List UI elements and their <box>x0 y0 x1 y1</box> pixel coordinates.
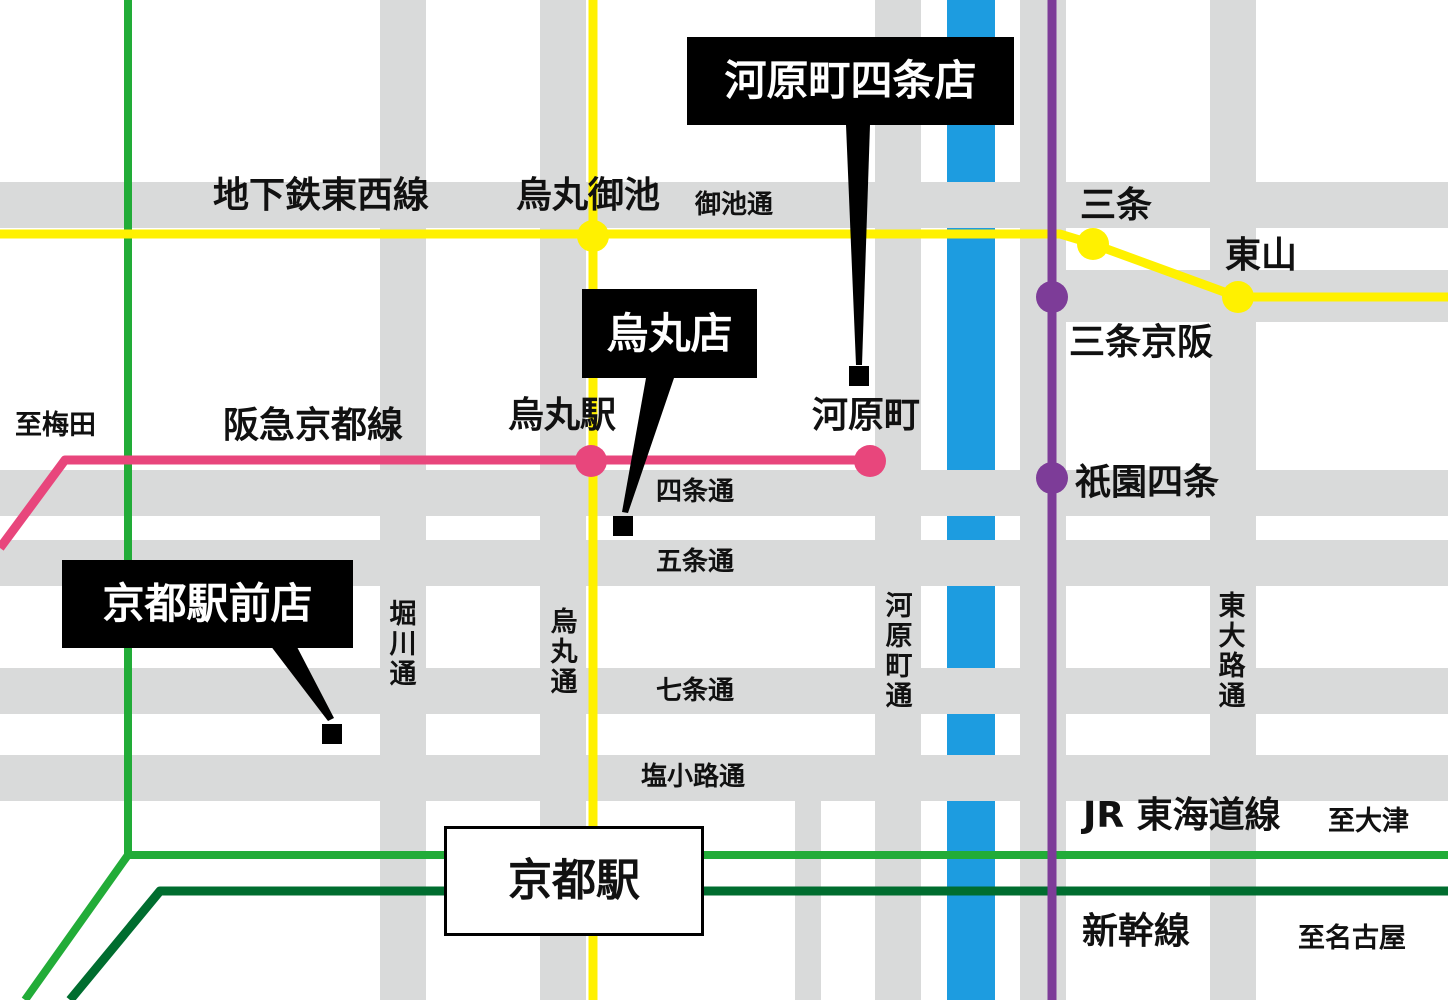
station-dots <box>575 220 1254 494</box>
store-label-kyoto-ekimae[interactable]: 京都駅前店 <box>62 560 353 648</box>
store-marker-kyoto-ekimae[interactable] <box>322 724 342 744</box>
road-shichijo <box>0 668 1448 714</box>
road-label-shichijo: 七条通 <box>656 676 735 706</box>
road-shiokoji <box>0 755 1448 801</box>
road-label-shijo: 四条通 <box>656 477 735 507</box>
road-label-oike: 御池通 <box>695 190 774 220</box>
station-label-gion-shijo: 祇園四条 <box>1075 462 1220 503</box>
road-east-a <box>1020 0 1066 1000</box>
line-label-shinkansen: 新幹線 <box>1082 911 1191 952</box>
line-label-jr: JR 東海道線 <box>1083 795 1281 836</box>
line-label-hankyu: 阪急京都線 <box>223 405 404 446</box>
road-label-kawaramachi: 河原町通 <box>885 591 913 712</box>
pointer-karasuma <box>622 378 674 513</box>
road-kawaramachi <box>875 0 921 1000</box>
station-dot-karasuma-oike[interactable] <box>577 220 609 252</box>
road-higashioji <box>1210 0 1256 1000</box>
station-label-kyoto[interactable]: 京都駅 <box>444 826 704 936</box>
line-label-tozai: 地下鉄東西線 <box>213 175 430 216</box>
road-label-karasuma: 烏丸通 <box>550 607 578 698</box>
station-dot-gion-shijo[interactable] <box>1036 462 1068 494</box>
destination-umeda: 至梅田 <box>15 410 96 441</box>
destination-otsu: 至大津 <box>1328 806 1409 837</box>
station-label-kawaramachi: 河原町 <box>812 395 921 436</box>
shinkansen-line <box>66 886 1448 1000</box>
road-horikawa <box>380 0 426 1000</box>
station-label-sanjo-keihan: 三条京阪 <box>1069 322 1214 363</box>
station-label-karasuma-oike: 烏丸御池 <box>516 175 661 216</box>
road-label-shiokoji: 塩小路通 <box>641 762 746 792</box>
pointer-kawaramachi-shijo <box>846 125 870 365</box>
store-label-kawaramachi-shijo[interactable]: 河原町四条店 <box>687 37 1014 125</box>
store-marker-kawaramachi-shijo[interactable] <box>849 366 869 386</box>
road-label-gojo: 五条通 <box>656 547 735 577</box>
pointer-kyoto-ekimae <box>270 645 334 721</box>
store-marker-karasuma[interactable] <box>613 516 633 536</box>
station-label-sanjo: 三条 <box>1080 185 1153 226</box>
station-dot-karasuma[interactable] <box>575 445 607 477</box>
road-oike <box>0 182 1448 228</box>
road-south-a <box>795 801 821 1000</box>
station-label-karasuma: 烏丸駅 <box>508 395 617 436</box>
store-label-karasuma[interactable]: 烏丸店 <box>582 289 757 378</box>
road-label-horikawa: 堀川通 <box>389 599 417 690</box>
station-label-higashiyama: 東山 <box>1225 235 1298 276</box>
station-dot-higashiyama[interactable] <box>1222 281 1254 313</box>
station-dot-kawaramachi[interactable] <box>854 445 886 477</box>
store-markers <box>270 125 870 744</box>
road-label-higashioji: 東大路通 <box>1218 591 1246 712</box>
station-dot-sanjo-keihan[interactable] <box>1036 281 1068 313</box>
destination-nagoya: 至名古屋 <box>1298 923 1406 954</box>
road-shijo <box>0 470 1448 516</box>
station-dot-sanjo[interactable] <box>1077 228 1109 260</box>
